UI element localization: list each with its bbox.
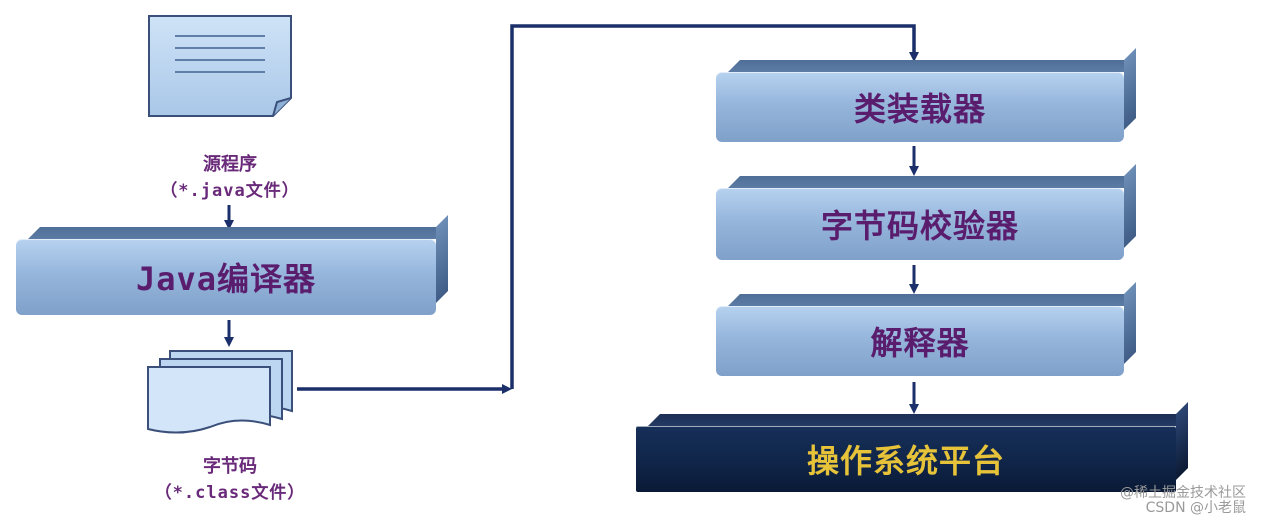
bytecode-ext-label: （*.class文件） [154,483,306,503]
bytecode-caption: 字节码 （*.class文件） [110,452,350,503]
source-caption: 源程序 （*.java文件） [110,150,350,201]
interpreter-box: 解释器 [716,282,1136,376]
class-loader-label: 类装载器 [716,72,1124,142]
java-compiler-box: Java编译器 [16,215,448,315]
os-platform-box: 操作系统平台 [636,402,1188,492]
bytecode-files-icon [147,350,293,434]
watermark-line2: CSDN @小老鼠 [1145,500,1246,516]
watermark-line1: @稀土掘金技术社区 [1120,485,1246,501]
bytecode-verifier-box: 字节码校验器 [716,164,1136,260]
os-platform-label: 操作系统平台 [636,426,1176,492]
connector-route-to-loader [510,24,919,389]
source-file-icon [148,15,292,117]
source-ext-label: （*.java文件） [160,181,300,201]
source-label: 源程序 [203,154,257,175]
java-compiler-label: Java编译器 [16,239,436,315]
class-loader-box: 类装载器 [716,48,1136,142]
watermark: @稀土掘金技术社区 CSDN @小老鼠 [1120,486,1246,516]
bytecode-verifier-label: 字节码校验器 [716,188,1124,260]
bytecode-label: 字节码 [203,456,257,477]
interpreter-label: 解释器 [716,306,1124,376]
